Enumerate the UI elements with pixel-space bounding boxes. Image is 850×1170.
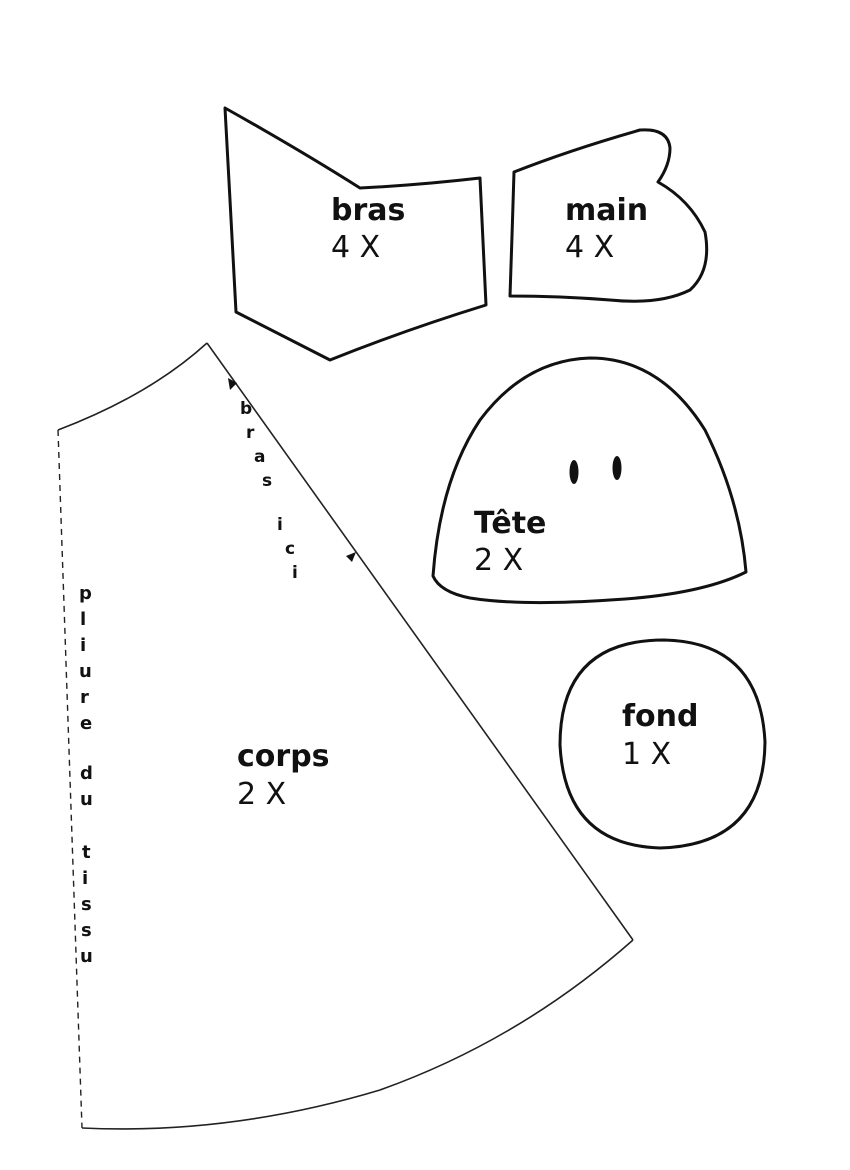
main-quantity: 4 X — [565, 230, 614, 265]
tete-quantity: 2 X — [474, 543, 523, 578]
corps-piece: corps 2 X b r a s i c i p l i u r e d u … — [57, 342, 634, 1130]
corps-quantity: 2 X — [237, 777, 286, 812]
main-label: main — [565, 193, 648, 228]
main-piece: main 4 X — [508, 128, 709, 303]
corps-label: corps — [237, 739, 330, 774]
corps-top-curve — [57, 342, 208, 431]
bras-ici-letter: r — [246, 423, 255, 443]
bras-ici-letter: s — [262, 471, 272, 491]
bras-ici-letter: i — [277, 515, 283, 535]
fond-piece: fond 1 X — [558, 638, 767, 850]
fold-line — [57, 429, 83, 1129]
pliure-letter: l — [80, 609, 86, 630]
bras-label: bras — [331, 193, 405, 228]
pliure-letter: t — [82, 842, 91, 863]
bras-ici-note: b r a s i c i — [240, 399, 298, 583]
pliure-letter: u — [80, 789, 93, 810]
fond-outline — [558, 638, 767, 850]
fond-quantity: 1 X — [622, 737, 671, 772]
pliure-letter: u — [79, 661, 92, 682]
pliure-letter: i — [80, 635, 86, 656]
tete-piece: Tête 2 X — [431, 356, 748, 605]
left-eye-mark — [569, 460, 579, 484]
bras-outline — [223, 106, 488, 362]
right-eye-mark — [612, 456, 622, 480]
pliure-letter: i — [82, 868, 88, 889]
pliure-du-tissu-note: p l i u r e d u t i s s u — [79, 583, 93, 967]
bras-ici-letter: a — [254, 447, 265, 467]
corps-bottom-curve — [81, 939, 634, 1130]
tete-label: Tête — [474, 506, 546, 541]
main-outline — [508, 128, 709, 303]
corps-slant-edge — [206, 342, 634, 941]
arm-placement-marker-bottom — [346, 552, 356, 562]
bras-quantity: 4 X — [331, 230, 380, 265]
bras-ici-letter: c — [285, 539, 295, 559]
pliure-letter: s — [81, 920, 92, 941]
pliure-letter: e — [80, 713, 92, 734]
pliure-letter: p — [79, 583, 92, 604]
tete-outline — [431, 356, 748, 605]
bras-piece: bras 4 X — [223, 106, 488, 362]
fond-label: fond — [622, 699, 699, 734]
arm-placement-marker-top — [228, 378, 237, 390]
bras-ici-letter: i — [292, 563, 298, 583]
pliure-letter: r — [80, 687, 89, 708]
pliure-letter: d — [80, 763, 93, 784]
pliure-letter: u — [80, 946, 93, 967]
pliure-letter: s — [81, 894, 92, 915]
bras-ici-letter: b — [240, 399, 252, 419]
